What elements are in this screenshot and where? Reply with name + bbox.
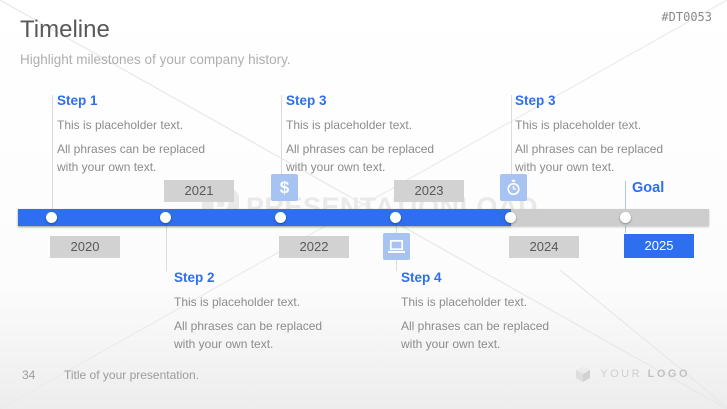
template-code: #DT0053 [661, 10, 712, 24]
your-logo-text: YOUR LOGO [600, 368, 690, 380]
page-title: Timeline [20, 16, 110, 43]
step-block-2: Step 2 This is placeholder text. All phr… [174, 270, 342, 359]
milestone-dot-2023 [390, 212, 401, 223]
year-label-2021: 2021 [164, 180, 234, 202]
connector-line-milestone-1 [52, 95, 53, 209]
step-text-line: This is placeholder text. [515, 118, 642, 132]
step-block-5: Step 3 This is placeholder text. All phr… [515, 93, 683, 182]
step-text-line: All phrases can be replaced with your ow… [401, 319, 550, 351]
page-subtitle: Highlight milestones of your company his… [20, 52, 291, 67]
logo-word-logo: LOGO [647, 368, 690, 380]
step-text-line: This is placeholder text. [286, 118, 413, 132]
connector-line-milestone-5 [511, 95, 512, 174]
your-logo-placeholder: YOUR LOGO [574, 365, 690, 383]
year-label-2023: 2023 [394, 180, 464, 202]
step-title: Step 1 [57, 93, 98, 108]
step-block-4: Step 4 This is placeholder text. All phr… [401, 270, 569, 359]
step-block-3: Step 3 This is placeholder text. All phr… [286, 93, 454, 182]
cube-logo-icon [576, 366, 591, 382]
milestone-dot-2022 [275, 212, 286, 223]
step-text-line: This is placeholder text. [174, 295, 301, 309]
laptop-icon [383, 233, 410, 260]
stopwatch-icon [500, 174, 527, 201]
logo-word-your: YOUR [600, 368, 643, 380]
page-number: 34 [22, 368, 36, 382]
milestone-dot-2025 [620, 212, 631, 223]
year-label-2020: 2020 [50, 236, 120, 258]
milestone-dot-2024 [505, 212, 516, 223]
footer-presentation-title: Title of your presentation. [64, 368, 199, 382]
goal-label: Goal [632, 180, 665, 196]
step-text-line: All phrases can be replaced with your ow… [174, 319, 323, 351]
connector-line-milestone-2 [166, 226, 167, 271]
step-text-line: This is placeholder text. [57, 118, 184, 132]
dollar-icon: $ [271, 174, 298, 201]
step-text-line: All phrases can be replaced with your ow… [515, 142, 664, 174]
step-title: Step 3 [515, 93, 556, 108]
milestone-dot-2021 [160, 212, 171, 223]
timeline-bar-progress [18, 209, 511, 226]
step-text-line: All phrases can be replaced with your ow… [57, 142, 206, 174]
milestone-dot-2020 [46, 212, 57, 223]
step-block-1: Step 1 This is placeholder text. All phr… [57, 93, 225, 182]
year-label-2025-goal: 2025 [624, 234, 694, 258]
step-text-line: All phrases can be replaced with your ow… [286, 142, 435, 174]
step-title: Step 4 [401, 270, 442, 285]
step-title: Step 3 [286, 93, 327, 108]
connector-line-milestone-3 [281, 95, 282, 174]
step-title: Step 2 [174, 270, 215, 285]
connector-line-goal [625, 181, 626, 233]
year-label-2022: 2022 [279, 236, 349, 258]
step-text-line: This is placeholder text. [401, 295, 528, 309]
year-label-2024: 2024 [509, 236, 579, 258]
